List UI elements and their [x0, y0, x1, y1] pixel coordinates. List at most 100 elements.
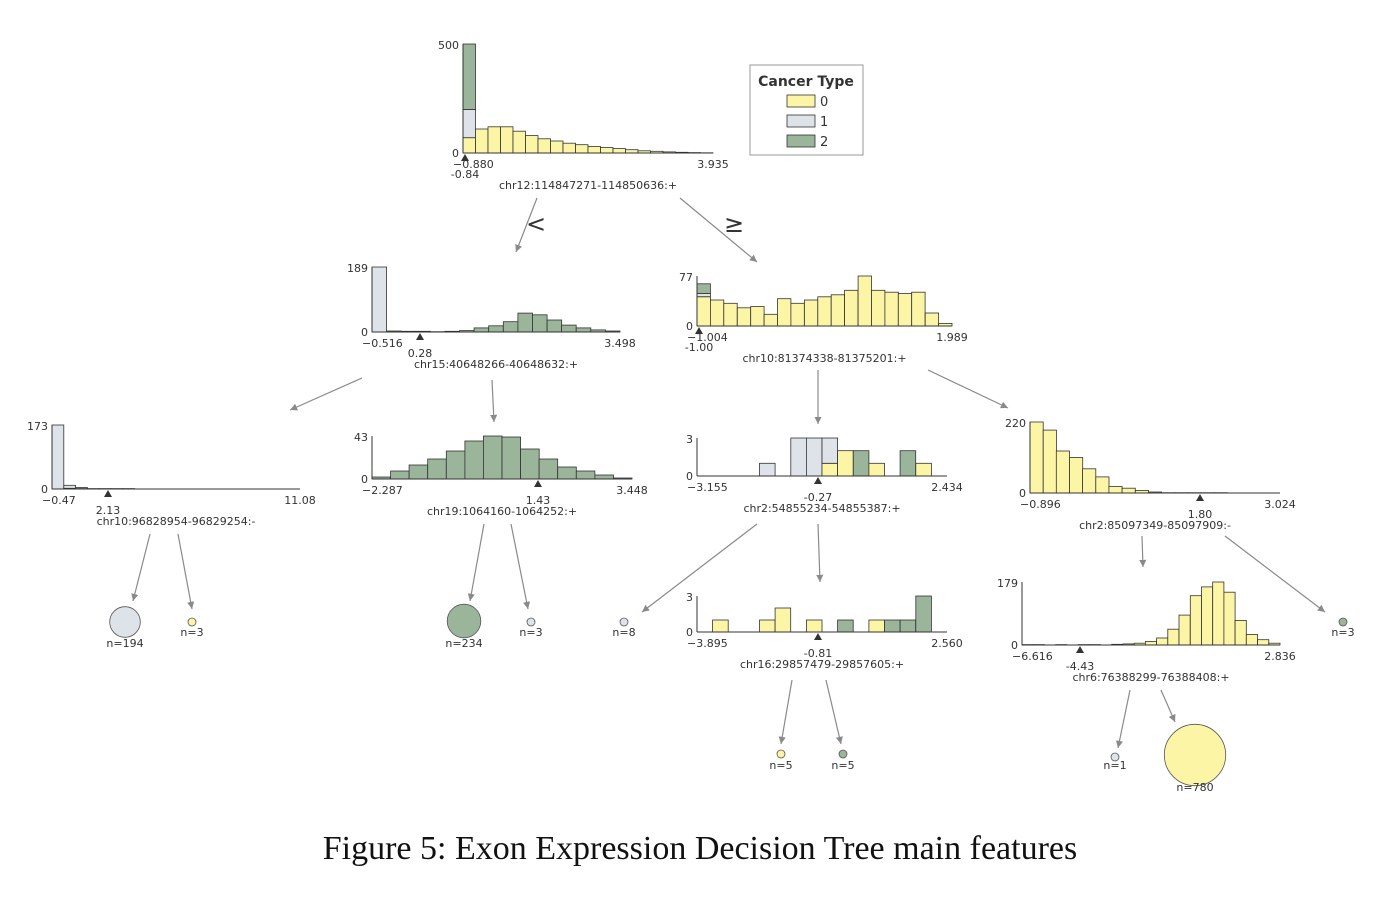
- x-tick-min: −6.616: [1012, 650, 1053, 663]
- legend-swatch-1: [786, 114, 816, 128]
- tree-edge-arrow: [177, 533, 195, 610]
- histogram-bar: [1082, 468, 1097, 494]
- histogram-bar: [871, 289, 886, 327]
- tree-edge-arrow: [1224, 535, 1326, 613]
- threshold-label: 1.43: [526, 494, 551, 507]
- y-tick-max: 500: [438, 39, 459, 52]
- histogram-bar: [696, 296, 711, 327]
- histogram-bar: [475, 128, 489, 154]
- threshold-marker: [1076, 646, 1084, 653]
- x-tick-max: 2.560: [931, 637, 963, 650]
- histogram-bar: [821, 437, 839, 464]
- tree-edge-arrow: [1139, 535, 1147, 568]
- histogram-bar: [1201, 586, 1214, 646]
- histogram-bar: [1178, 614, 1191, 646]
- y-tick-zero: 0: [1011, 639, 1018, 652]
- threshold-marker: [695, 327, 703, 334]
- leaf-count-label: n=5: [769, 759, 792, 772]
- histogram-bar: [915, 462, 932, 477]
- threshold-label: -0.81: [804, 647, 832, 660]
- leaf-count-label: n=8: [612, 626, 635, 639]
- histogram-bar: [723, 302, 738, 327]
- histogram-bar: [390, 470, 410, 480]
- histogram-bar: [63, 484, 76, 489]
- feature-label: chr16:29857479-29857605:+: [740, 658, 904, 671]
- tree-edge-arrow: [490, 379, 498, 423]
- histogram-bar: [1029, 421, 1044, 494]
- histogram-bar: [562, 142, 576, 154]
- y-tick-zero: 0: [1019, 487, 1026, 500]
- leaf-count-label: n=3: [180, 626, 203, 639]
- feature-label: chr10:96828954-96829254:-: [97, 515, 256, 528]
- tree-edge-arrow: [816, 523, 824, 583]
- tree-edge-arrow: [927, 369, 1009, 409]
- tree-edge-arrow: [1115, 689, 1131, 749]
- y-tick-max: 3: [686, 433, 693, 446]
- threshold-label: 2.13: [96, 504, 121, 517]
- histogram-bar: [462, 109, 476, 139]
- legend-label-2: 2: [820, 135, 828, 150]
- histogram-bar: [899, 619, 917, 633]
- histogram-bar: [804, 299, 819, 327]
- x-tick-min: −0.516: [362, 337, 403, 350]
- histogram-bar: [806, 437, 823, 477]
- leaf-count-label: n=234: [445, 637, 482, 650]
- leaf-node-leaf1: [109, 606, 141, 638]
- histogram-bar: [488, 325, 504, 333]
- y-tick-max: 189: [347, 262, 368, 275]
- histogram-bar: [512, 130, 526, 154]
- y-tick-zero: 0: [41, 483, 48, 496]
- tree-edges: [131, 197, 1326, 749]
- leaf-count-label: n=3: [519, 626, 542, 639]
- x-tick-max: 3.935: [697, 158, 729, 171]
- histogram-bar: [1156, 637, 1169, 646]
- tree-edge-arrow: [131, 533, 151, 602]
- leaf-count-label: n=5: [831, 759, 854, 772]
- x-tick-min: −0.47: [42, 494, 76, 507]
- histogram-bar: [763, 313, 778, 327]
- leaf-node-leaf3: [446, 603, 482, 639]
- y-tick-zero: 0: [452, 147, 459, 160]
- histogram-bar: [759, 619, 776, 633]
- threshold-label: 1.80: [1188, 508, 1213, 521]
- tree-edge-arrow: [289, 377, 363, 411]
- histogram-bar: [868, 462, 885, 477]
- x-tick-min: −0.880: [453, 158, 494, 171]
- x-tick-min: −1.004: [687, 331, 728, 344]
- branch-label-right: ≥: [724, 210, 744, 238]
- threshold-marker: [814, 633, 822, 640]
- y-tick-zero: 0: [686, 470, 693, 483]
- y-tick-zero: 0: [361, 326, 368, 339]
- y-tick-max: 173: [27, 420, 48, 433]
- histogram-bar: [837, 619, 854, 633]
- histogram-bar: [897, 293, 913, 327]
- threshold-label: -0.84: [451, 168, 479, 181]
- tree-edge-arrow: [510, 523, 531, 610]
- y-tick-max: 43: [354, 431, 368, 444]
- histogram-bar: [482, 435, 503, 480]
- histogram-bar: [561, 324, 577, 333]
- histogram-bar: [837, 450, 854, 477]
- histogram-bar: [462, 43, 476, 110]
- leaf-count-label: n=194: [106, 637, 143, 650]
- tree-edge-arrow: [825, 679, 843, 745]
- histogram-bar: [696, 293, 711, 298]
- histogram-bar: [868, 619, 885, 633]
- y-tick-zero: 0: [361, 473, 368, 486]
- histogram-bar: [830, 294, 846, 327]
- histogram-bar: [821, 462, 839, 477]
- tree-edge-arrow: [467, 523, 485, 602]
- histogram-bar: [520, 448, 540, 480]
- histogram-bar: [924, 312, 940, 327]
- y-tick-max: 179: [997, 577, 1018, 590]
- histogram-bar: [75, 487, 88, 490]
- histogram-bar: [750, 306, 765, 327]
- leaf-node-leaf7: [838, 749, 848, 759]
- tree-edge-arrow: [641, 523, 758, 613]
- histogram-bar: [1069, 457, 1084, 494]
- histogram-bar: [427, 458, 447, 480]
- histogram-bar: [600, 147, 614, 154]
- leaf-node-leaf9: [1163, 723, 1227, 787]
